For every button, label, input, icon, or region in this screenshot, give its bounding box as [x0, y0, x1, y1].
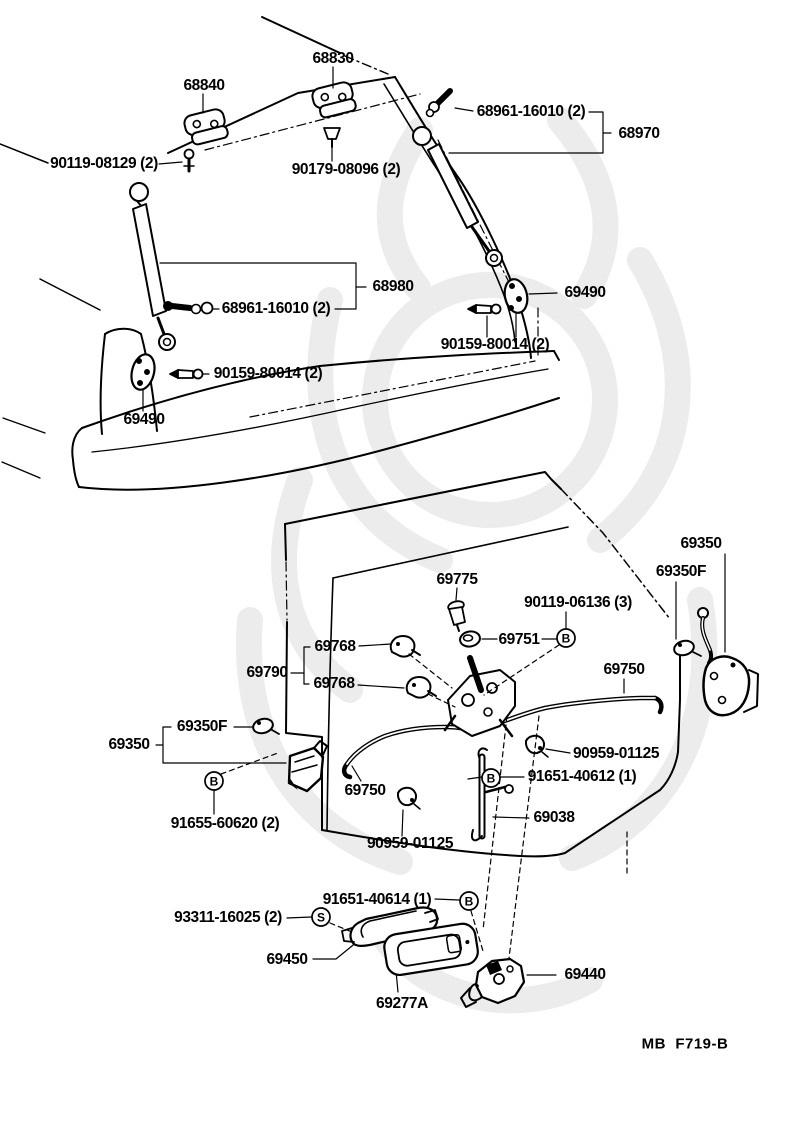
lock-assembly-right	[697, 607, 759, 717]
part-number-label: 69768	[314, 637, 356, 655]
socket-68961-left	[163, 301, 214, 315]
svg-text:B: B	[465, 895, 474, 909]
lower-leader-lines	[155, 553, 726, 993]
lock-69440	[460, 957, 526, 1008]
link-69038	[471, 747, 514, 842]
screw-90159-right	[467, 303, 502, 315]
part-number-label: 69350F	[655, 562, 707, 580]
part-number-label: 69775	[436, 570, 478, 588]
part-number-label: 69750	[344, 781, 386, 799]
part-number-label: 69790	[246, 663, 288, 681]
part-number-label: 69440	[564, 965, 606, 983]
clip-69768-upper	[389, 635, 421, 658]
part-number-label: 90119-06136 (3)	[524, 593, 632, 611]
body-left-line	[0, 143, 49, 164]
part-number-label: 68840	[183, 76, 225, 94]
roof-edge-line	[261, 16, 341, 54]
marker-b-screw-40614: B	[459, 891, 479, 911]
part-number-label: 68961-16010 (2)	[476, 102, 586, 120]
part-number-label: 69750	[603, 660, 645, 678]
part-number-label: 90119-08129 (2)	[50, 154, 158, 172]
clip-69768-lower	[405, 676, 437, 699]
upper-leader-lines	[142, 66, 612, 412]
part-number-label: 68830	[312, 49, 354, 67]
gas-stay-left	[129, 182, 176, 351]
marker-b-screw-40612: B	[481, 768, 501, 788]
nut-90179-08096	[323, 127, 341, 148]
rocker-line	[39, 278, 101, 311]
part-number-label: 69038	[533, 808, 575, 826]
part-number-label: 90959-01125	[366, 834, 454, 852]
grommet-69490-left	[130, 353, 156, 391]
clip-69350f-left	[252, 717, 280, 735]
part-number-label: 90159-80014 (2)	[213, 364, 323, 382]
sheet-code: MB F719-B	[641, 1035, 729, 1053]
marker-b-bolt-60620: B	[204, 771, 224, 791]
gas-stay-right	[412, 126, 503, 267]
svg-text:S: S	[317, 911, 325, 925]
part-number-label: 68970	[618, 124, 660, 142]
part-number-label: 68980	[372, 277, 414, 295]
svg-text:B: B	[487, 772, 496, 786]
part-number-label: 69450	[266, 950, 308, 968]
striker-assembly-left	[287, 740, 328, 793]
part-number-label: 69277A	[376, 994, 428, 1012]
marker-s-screw-16025: S	[311, 907, 331, 927]
clip-90959-right	[525, 734, 549, 758]
rear-bumper	[1, 350, 560, 491]
lock-control-assembly	[443, 655, 516, 738]
pull-handle-69450	[341, 906, 439, 947]
hinge-centerline	[204, 93, 421, 151]
part-number-label: 68961-16010 (2)	[221, 299, 331, 317]
bush-69751	[459, 630, 481, 648]
screw-90159-left	[169, 368, 204, 380]
part-number-label: 69751	[498, 630, 540, 648]
part-number-label: 69350	[108, 735, 150, 753]
socket-68961-top	[425, 88, 453, 118]
circled-letter-markers: B B B B S	[204, 628, 576, 927]
part-number-label: 90159-80014 (2)	[440, 335, 550, 353]
part-number-label: 91651-40612 (1)	[527, 767, 637, 785]
clip-90959-bottom	[397, 786, 421, 810]
pillar-outer-line	[394, 76, 532, 359]
watermark-emblem	[235, 107, 718, 1014]
clip-69350f-right	[673, 639, 702, 657]
hinge-68840	[183, 108, 229, 146]
part-number-label: 90959-01125	[572, 744, 660, 762]
part-number-label: 91651-40614 (1)	[322, 890, 432, 908]
part-number-label: 91655-60620 (2)	[170, 814, 280, 832]
part-number-label: 69490	[564, 283, 606, 301]
svg-text:B: B	[562, 632, 571, 646]
bezel-69277a	[383, 922, 479, 977]
hinge-68830	[311, 81, 357, 119]
part-number-label: 69768	[313, 674, 355, 692]
door-inner-panel	[284, 471, 681, 858]
screw-69775	[447, 600, 466, 632]
part-number-label: 69350F	[176, 717, 228, 735]
roof-edge-hidden-line	[344, 55, 389, 75]
part-number-label: 90179-08096 (2)	[291, 160, 401, 178]
dashed-reference-lines	[220, 644, 628, 959]
marker-b-bolt-06136: B	[556, 628, 576, 648]
svg-text:B: B	[210, 775, 219, 789]
grommet-69490-right	[503, 278, 529, 314]
bolt-90119-08129	[183, 148, 195, 173]
part-number-label: 93311-16025 (2)	[174, 908, 282, 926]
part-number-label: 69350	[680, 534, 722, 552]
part-number-label: 69490	[123, 410, 165, 428]
